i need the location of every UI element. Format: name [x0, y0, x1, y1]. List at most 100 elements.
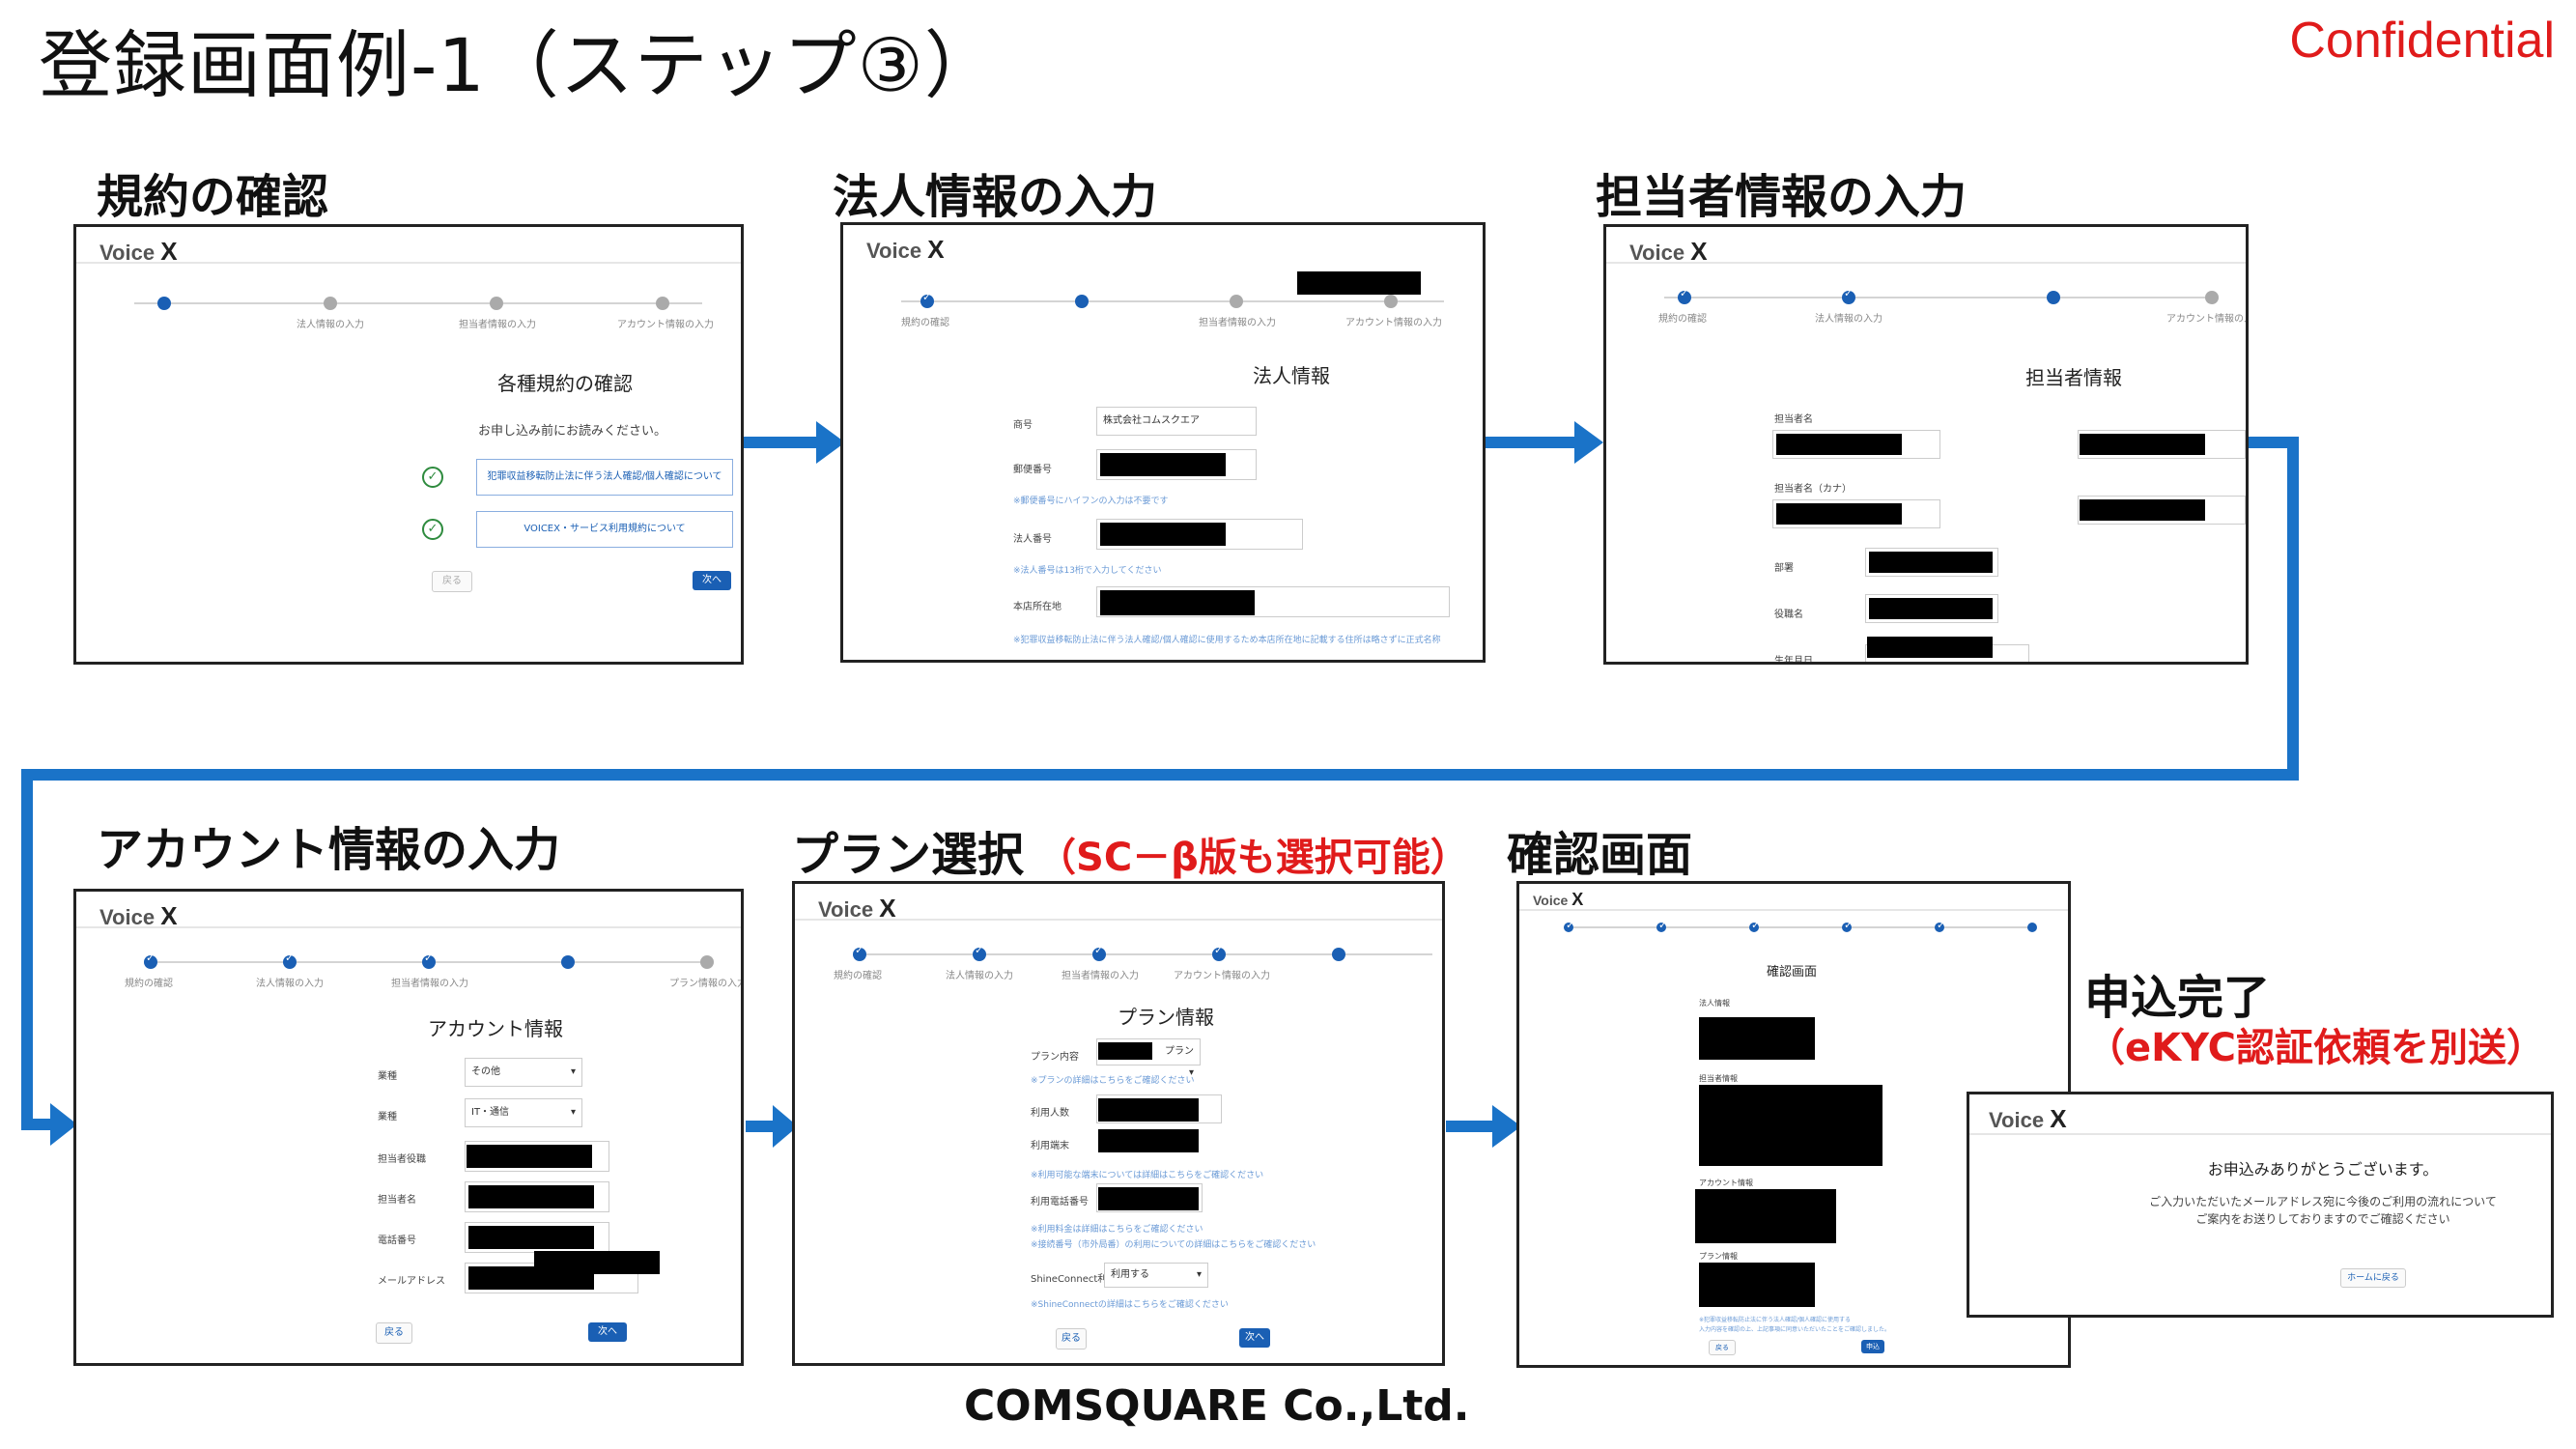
redaction: [1098, 1042, 1152, 1060]
shineconnect-select[interactable]: 利用する▾: [1104, 1263, 1208, 1288]
devices-note: ※利用可能な端末については詳細はこちらをご確認ください: [1031, 1171, 1264, 1180]
back-button[interactable]: 戻る: [1056, 1328, 1087, 1350]
phone-number-label: 利用電話番号: [1031, 1197, 1089, 1208]
back-button[interactable]: 戻る: [1709, 1340, 1736, 1355]
corp-heading: 法人情報: [1253, 364, 1330, 387]
contact-name-label: 担当者名: [1774, 414, 1813, 425]
flow-wrap-segment-1: [2241, 437, 2299, 448]
account-heading: アカウント情報: [428, 1017, 563, 1040]
next-button[interactable]: 次へ: [588, 1322, 627, 1342]
redaction: [1699, 1263, 1815, 1307]
step-dot-2: [973, 944, 986, 961]
contact-heading: 担当者情報: [2025, 366, 2122, 389]
type-label: 業種: [378, 1112, 397, 1122]
redaction: [2080, 499, 2205, 521]
terms-link-aml[interactable]: 犯罪収益移転防止法に伴う法人確認/個人確認について: [476, 459, 733, 496]
redaction: [534, 1251, 660, 1274]
step-dot-2: [1075, 295, 1089, 308]
redaction: [1098, 1129, 1199, 1152]
check-icon: ✓: [422, 467, 443, 488]
page-title: 登録画面例-1（ステップ③）: [39, 22, 999, 108]
screenshot-done: Voice X お申込みありがとうございます。 ご入力いただいたメールアドレス宛…: [1967, 1092, 2554, 1318]
voicex-logo: Voice X: [1629, 237, 1708, 266]
step-dot-5: [700, 955, 714, 969]
type-select[interactable]: IT・通信▾: [465, 1098, 582, 1127]
step-dot-1: [144, 952, 157, 969]
fee-note: ※利用料金は詳細はこちらをご確認ください: [1031, 1225, 1203, 1235]
redaction: [468, 1226, 594, 1249]
voicex-logo: Voice X: [99, 237, 178, 266]
redaction: [468, 1185, 594, 1208]
confirm-contact-label: 担当者情報: [1699, 1074, 1738, 1083]
step-dot-4: [1212, 944, 1226, 961]
section-terms-title: 規約の確認: [97, 170, 329, 224]
step-label-1: 規約の確認: [125, 979, 173, 989]
step-label-1: 規約の確認: [901, 318, 949, 328]
step-label-3: 担当者情報の入力: [1062, 971, 1139, 981]
step-dot-2: [324, 297, 337, 310]
next-button[interactable]: 次へ: [693, 571, 731, 590]
birth-label: 生年月日: [1774, 656, 1813, 665]
email-label: メールアドレス: [378, 1276, 445, 1287]
step-dot-3: [1749, 919, 1760, 932]
step-label-4: アカウント情報の入力: [1174, 971, 1270, 981]
voicex-logo: Voice X: [1989, 1104, 2067, 1133]
screenshot-terms: Voice X 法人情報の入力 担当者情報の入力 アカウント情報の入力 各種規約…: [73, 224, 744, 665]
shineconnect-label: ShineConnect利用: [1031, 1274, 1118, 1285]
confirm-footnote: ※犯罪収益移転防止法に伴う法人確認/個人確認に使用する: [1699, 1317, 1852, 1323]
section-done-note: （eKYC認証依頼を別送）: [2086, 1026, 2546, 1070]
step-dot-3: [490, 297, 503, 310]
terms-link-service[interactable]: VOICEX・サービス利用規約について: [476, 511, 733, 548]
redaction: [1100, 590, 1255, 615]
step-dot-1: [1678, 287, 1691, 304]
terms-heading: 各種規約の確認: [497, 372, 633, 395]
numbering-note: ※接続番号（市外局番）の利用についての詳細はこちらをご確認ください: [1031, 1240, 1316, 1250]
stepper: 規約の確認 法人情報の入力 担当者情報の入力 アカウント情報の入力: [834, 944, 1432, 981]
step-dot-1: [157, 297, 171, 310]
stepper: 規約の確認 法人情報の入力 担当者情報の入力 プラン情報の入力: [125, 952, 741, 989]
flow-wrap-segment-4: [21, 769, 33, 1130]
confirm-corp-label: 法人情報: [1699, 999, 1730, 1008]
section-plan-title: プラン選択（SC－β版も選択可能）: [792, 828, 1469, 882]
voicex-logo: Voice X: [818, 894, 896, 923]
submit-button[interactable]: 申込: [1861, 1340, 1884, 1353]
flow-wrap-segment-3: [21, 769, 2299, 781]
section-corp-title: 法人情報の入力: [833, 170, 1158, 224]
corp-no-label: 法人番号: [1013, 534, 1052, 545]
step-dot-1: [1564, 919, 1574, 932]
title-label: 役職名: [1774, 610, 1803, 620]
trade-name-label: 商号: [1013, 420, 1033, 431]
confirm-heading: 確認画面: [1767, 965, 1818, 980]
flow-arrow-5-shaft: [1446, 1121, 1504, 1132]
step-dot-3: [2047, 291, 2060, 304]
redaction: [1869, 552, 1993, 573]
back-button[interactable]: 戻る: [432, 571, 472, 592]
step-dot-6: [2027, 923, 2037, 932]
trade-name-input[interactable]: 株式会社コムスクエア: [1096, 407, 1257, 436]
step-label-1: 規約の確認: [834, 971, 882, 981]
screenshot-contact: Voice X 規約の確認 法人情報の入力 アカウント情報の入力 担当者情報 担…: [1603, 224, 2249, 665]
flow-arrow-1-shaft: [744, 437, 831, 448]
home-button[interactable]: ホームに戻る: [2340, 1268, 2406, 1288]
chevron-down-icon: ▾: [1188, 1067, 1194, 1078]
plan-label: プラン内容: [1031, 1052, 1079, 1063]
step-dot-1: [853, 944, 866, 961]
step-dot-5: [1332, 948, 1345, 961]
next-button[interactable]: 次へ: [1239, 1328, 1270, 1348]
phone-label: 電話番号: [378, 1236, 416, 1246]
step-label-2: 法人情報の入力: [946, 971, 1013, 981]
industry-select[interactable]: その他▾: [465, 1058, 582, 1087]
voicex-logo: Voice X: [866, 235, 945, 264]
confirm-account-label: アカウント情報: [1699, 1179, 1753, 1187]
flow-wrap-segment-2: [2287, 437, 2299, 781]
section-done-title: 申込完了: [2084, 971, 2271, 1025]
redaction: [467, 1145, 592, 1168]
devices-label: 利用端末: [1031, 1141, 1069, 1151]
redaction: [1100, 453, 1226, 476]
step-label-3: 担当者情報の入力: [459, 320, 536, 330]
flow-arrow-4-head: [773, 1105, 798, 1148]
back-button[interactable]: 戻る: [376, 1322, 412, 1344]
section-plan-note: （SC－β版も選択可能）: [1037, 836, 1469, 880]
step-dot-4: [2205, 291, 2219, 304]
stepper: 法人情報の入力 担当者情報の入力 アカウント情報の入力: [134, 297, 714, 330]
